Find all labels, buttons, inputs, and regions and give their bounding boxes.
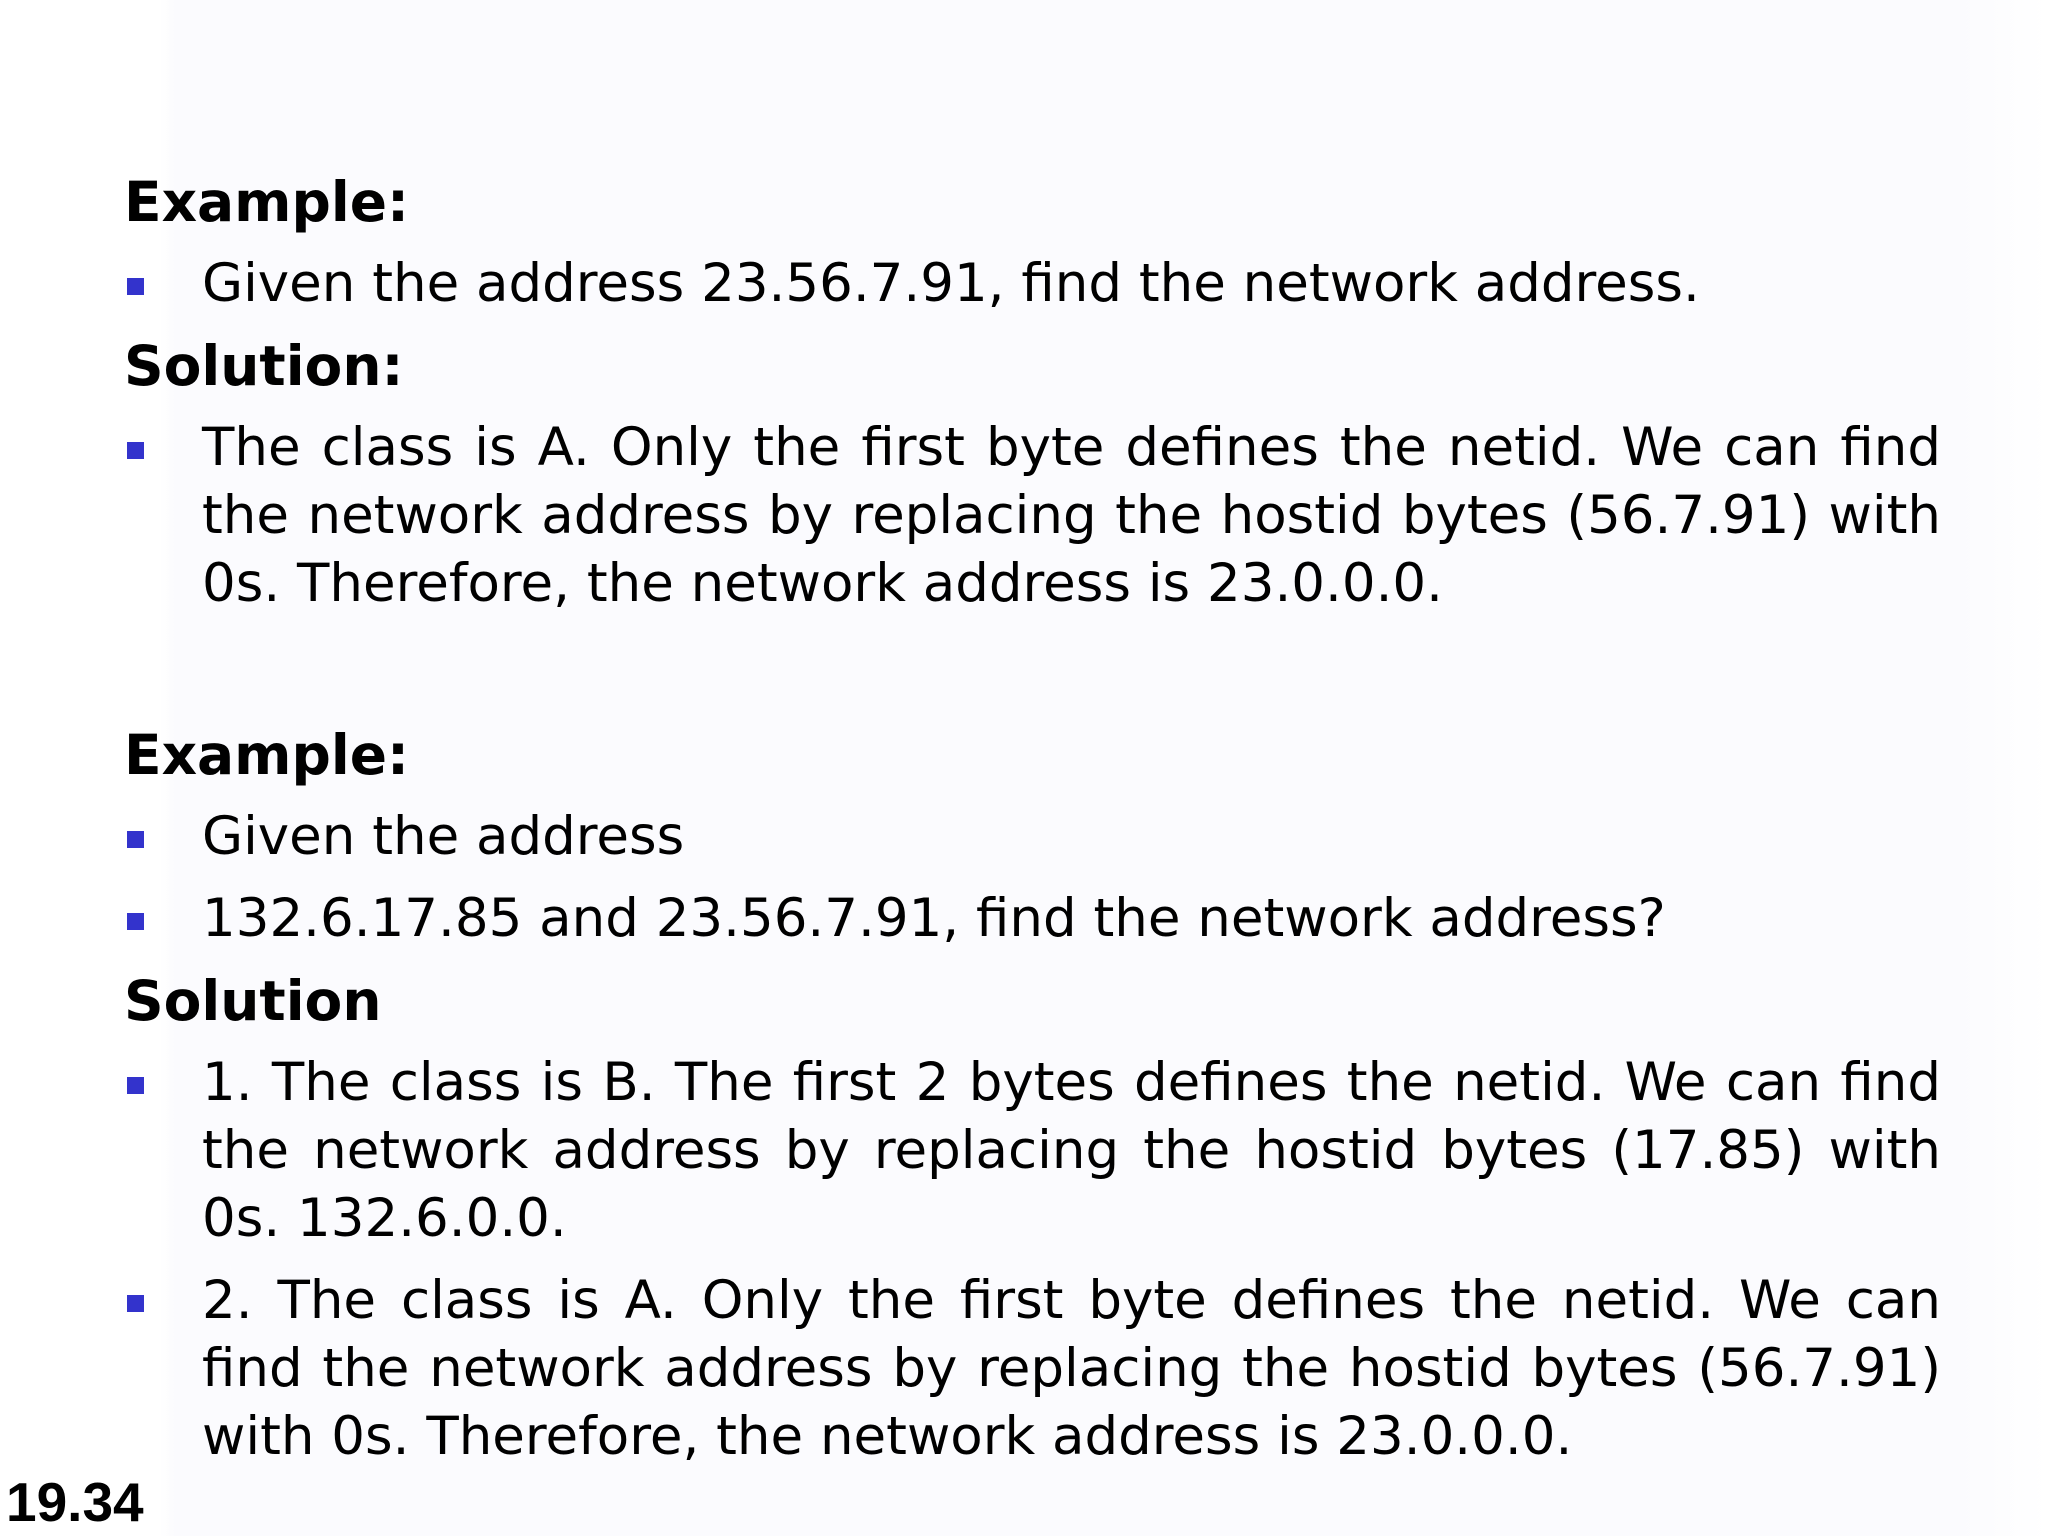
example-2-question-2-text: 132.6.17.85 and 23.56.7.91, find the net… xyxy=(202,888,1666,949)
example-1-solution-heading: Solution: xyxy=(124,334,404,398)
square-bullet-icon xyxy=(127,1295,144,1312)
example-2-question-line-2: 132.6.17.85 and 23.56.7.91, find the net… xyxy=(124,885,1941,953)
example-2-solution-heading: Solution xyxy=(124,969,382,1033)
square-bullet-icon xyxy=(127,442,144,459)
example-2-solution-2: 2. The class is A. Only the first byte d… xyxy=(124,1267,1941,1471)
slide-number: 19.34 xyxy=(6,1471,144,1533)
example-1-question-text: Given the address 23.56.7.91, find the n… xyxy=(202,253,1700,314)
example-2-solution-1-text: 1. The class is B. The first 2 bytes def… xyxy=(202,1052,1941,1249)
example-2-question-1-text: Given the address xyxy=(202,806,685,867)
example-2-solution-2-text: 2. The class is A. Only the first byte d… xyxy=(202,1270,1941,1467)
example-2: Example: Given the address 132.6.17.85 a… xyxy=(124,721,1941,1471)
example-1-solution: The class is A. Only the first byte defi… xyxy=(124,414,1941,618)
example-1-solution-text: The class is A. Only the first byte defi… xyxy=(202,417,1941,614)
square-bullet-icon xyxy=(127,913,144,930)
example-2-solution-1: 1. The class is B. The first 2 bytes def… xyxy=(124,1049,1941,1253)
example-1-question: Given the address 23.56.7.91, find the n… xyxy=(124,250,1941,318)
square-bullet-icon xyxy=(127,831,144,848)
square-bullet-icon xyxy=(127,278,144,295)
example-1-heading: Example: xyxy=(124,170,409,234)
square-bullet-icon xyxy=(127,1077,144,1094)
example-1: Example: Given the address 23.56.7.91, f… xyxy=(124,168,1941,618)
example-2-heading: Example: xyxy=(124,723,409,787)
example-2-question-line-1: Given the address xyxy=(124,803,1941,871)
